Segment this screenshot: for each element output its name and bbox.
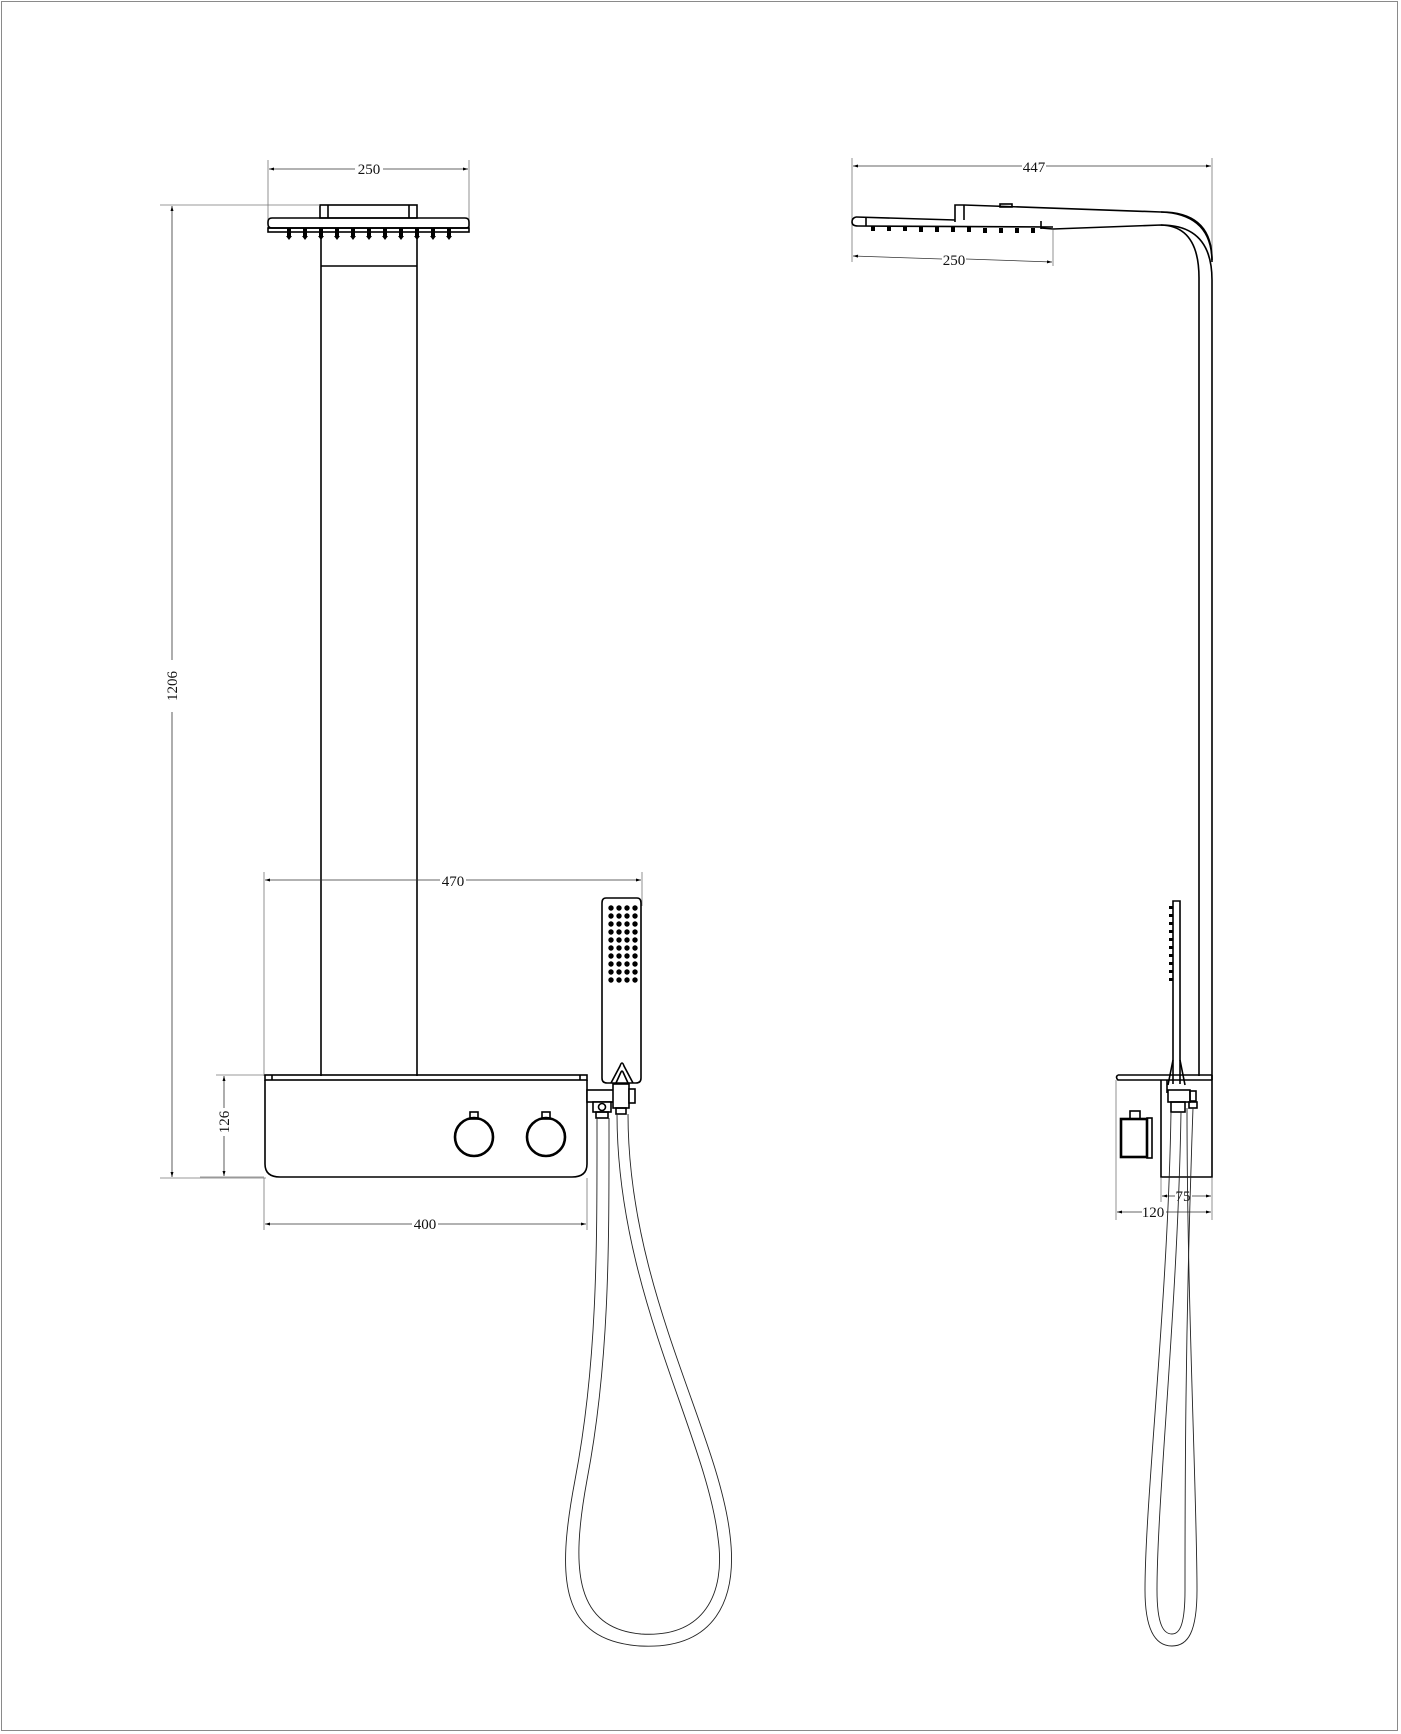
handheld-shower [601, 897, 642, 1084]
dimension-total-height: 1206 [160, 204, 320, 1179]
dimension-arm-projection: 447 [851, 158, 1213, 262]
front-view: 250 [160, 160, 732, 1647]
flexible-hose [565, 1113, 732, 1647]
handheld-nozzle-grid [608, 905, 638, 983]
control-knob [1119, 1110, 1153, 1159]
handheld-nozzles [1169, 906, 1173, 981]
flexible-hose [1144, 1107, 1198, 1647]
dimension-label: 126 [217, 1110, 233, 1133]
dimension-label: 400 [414, 1217, 437, 1233]
dimension-panel-height: 126 [200, 1074, 264, 1178]
thermostatic-shelf-panel [264, 1074, 588, 1178]
overhead-rain-shower [267, 204, 470, 240]
dimension-panel-width: 400 [263, 1178, 588, 1233]
dimension-overhead-width: 250 [267, 160, 470, 228]
left-control-knob [453, 1111, 495, 1158]
dimension-panel-depth: 75 [1160, 1178, 1213, 1220]
dimension-label: 447 [1023, 160, 1046, 176]
overhead-nozzles [286, 228, 452, 240]
hose-connector [1167, 1089, 1198, 1113]
side-view: 447 [851, 158, 1213, 1647]
handheld-shower [1167, 900, 1186, 1086]
hose-connector [586, 1083, 636, 1119]
shelf [1115, 1074, 1213, 1178]
right-control-knob [525, 1111, 567, 1158]
dimension-label: 1206 [165, 671, 181, 702]
overhead-rain-shower [851, 203, 1162, 233]
dimension-overall-depth: 120 [1115, 1080, 1211, 1221]
dimension-label: 120 [1142, 1205, 1165, 1221]
vertical-column [320, 232, 418, 1076]
overhead-nozzles [871, 226, 1035, 233]
dimension-label: 250 [358, 162, 381, 178]
dimension-overall-width: 470 [263, 872, 643, 1076]
dimension-label: 470 [442, 874, 465, 890]
dimension-label: 250 [943, 253, 966, 269]
dimension-overhead-width: 250 [852, 230, 1054, 269]
curved-shower-arm [1052, 211, 1213, 1080]
dimension-label: 75 [1176, 1189, 1191, 1205]
